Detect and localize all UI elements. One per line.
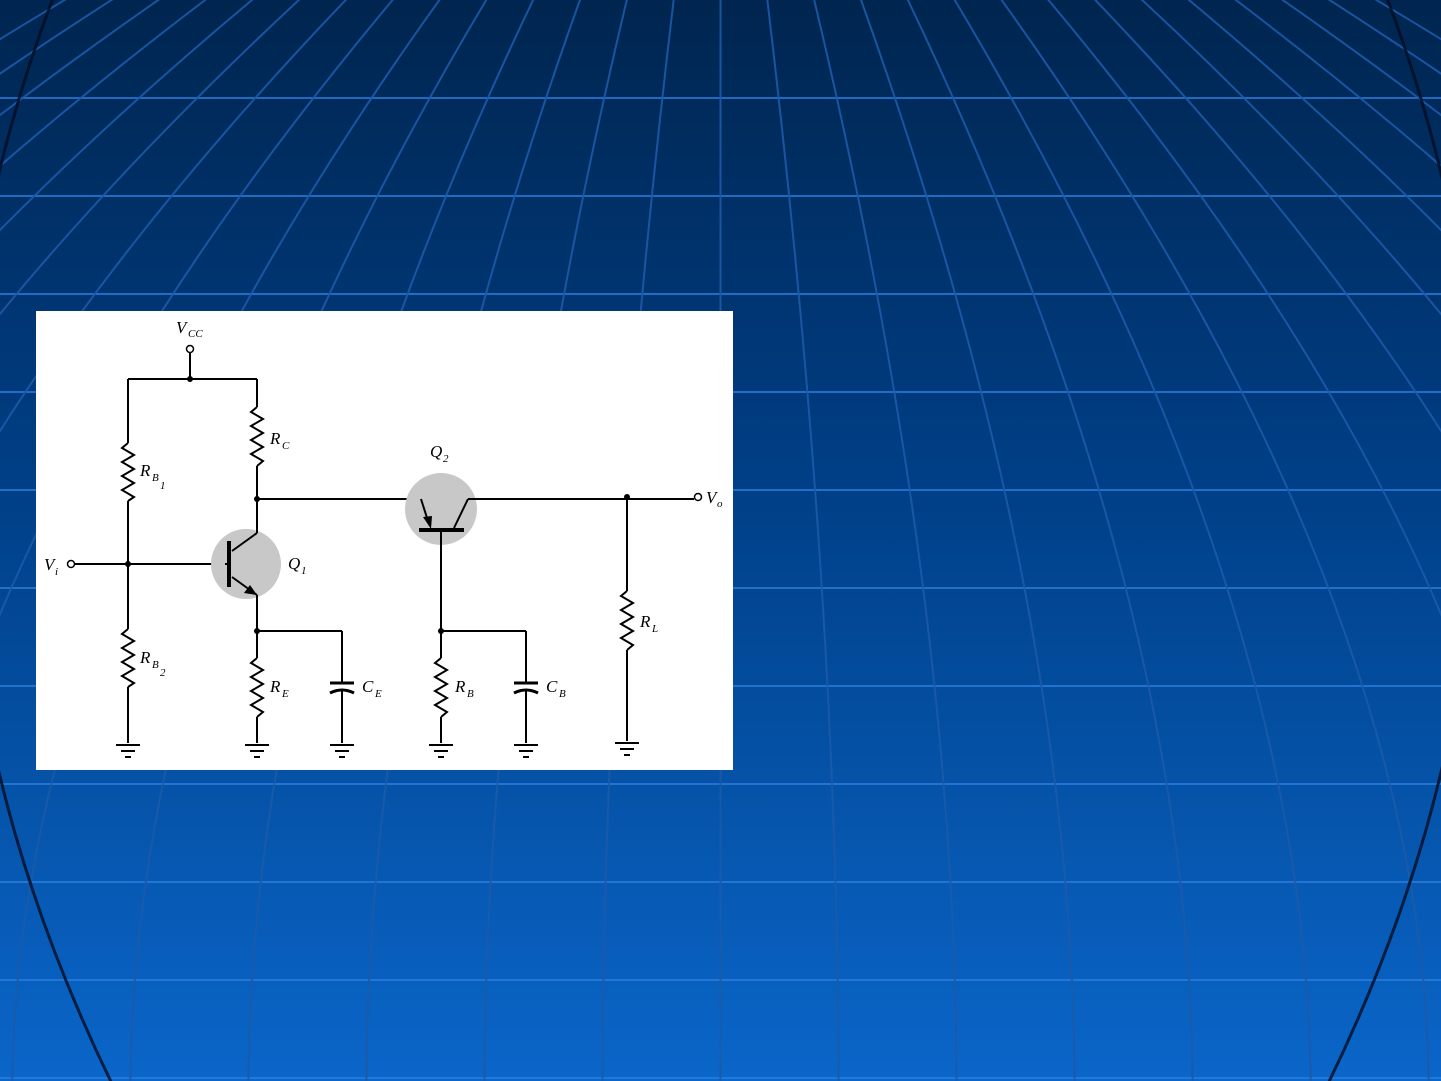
rb-label: R xyxy=(454,677,466,696)
ground-icon xyxy=(116,745,140,757)
cb-label: C xyxy=(546,677,558,696)
re-label-sub: E xyxy=(281,688,289,700)
rb1-label: R xyxy=(139,461,151,480)
ground-icon xyxy=(330,745,354,757)
re-label: R xyxy=(269,677,281,696)
q1-label-sub: 1 xyxy=(301,565,307,577)
rb-resistor xyxy=(435,631,447,743)
vcc-terminal xyxy=(187,346,194,383)
rb2-label-sub: B xyxy=(152,659,159,671)
rb1-label-subsub: 1 xyxy=(160,480,166,492)
ground-icon xyxy=(429,745,453,757)
rc-label: R xyxy=(269,429,281,448)
rb2-label-subsub: 2 xyxy=(160,667,166,679)
rb1-resistor xyxy=(122,379,134,564)
rl-label-sub: L xyxy=(651,623,658,635)
ce-label: C xyxy=(362,677,374,696)
rl-resistor xyxy=(621,497,633,741)
ce-label-sub: E xyxy=(374,688,382,700)
q1-label: Q xyxy=(288,554,300,573)
ground-icon xyxy=(615,743,639,755)
cb-label-sub: B xyxy=(559,688,566,700)
vi-terminal xyxy=(68,561,226,568)
vo-label-sub: o xyxy=(717,498,723,510)
ground-icon xyxy=(514,745,538,757)
cb-capacitor xyxy=(514,631,538,743)
rb1-label-sub: B xyxy=(152,472,159,484)
q1-transistor xyxy=(211,499,281,631)
q2-label: Q xyxy=(430,442,442,461)
rb-label-sub: B xyxy=(467,688,474,700)
rb2-label: R xyxy=(139,648,151,667)
re-resistor xyxy=(251,631,263,743)
circuit-diagram: V CC R B 1 R B 2 xyxy=(36,311,733,770)
vo-terminal xyxy=(695,494,702,501)
q2-label-sub: 2 xyxy=(443,453,449,465)
ce-capacitor xyxy=(330,631,354,743)
vcc-label-sub: CC xyxy=(188,328,203,340)
rc-label-sub: C xyxy=(282,440,290,452)
vi-label-sub: i xyxy=(55,566,58,578)
rb2-resistor xyxy=(122,564,134,743)
rc-resistor xyxy=(251,379,263,499)
ground-icon xyxy=(245,745,269,757)
rl-label: R xyxy=(639,612,651,631)
q2-transistor xyxy=(405,473,477,631)
